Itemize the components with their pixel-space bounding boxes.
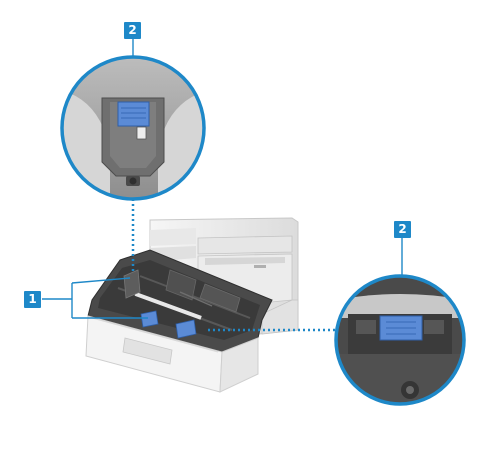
callout-badge-paper-guides: 1 — [24, 291, 41, 308]
zoom-view-top — [60, 55, 206, 201]
callout-badge-guide-lever-right: 2 — [394, 221, 411, 238]
callout-badge-guide-lever-top: 2 — [124, 22, 141, 39]
zoom-view-right — [334, 274, 466, 406]
paper-cassette — [85, 249, 273, 393]
